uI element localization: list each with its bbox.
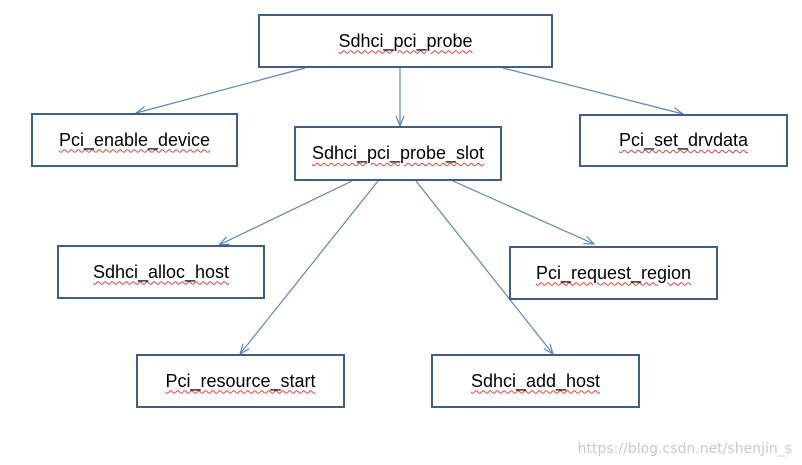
node-label: Pci_set_drvdata [618,130,749,150]
node-pci-request-region: Pci_request_region [509,246,718,300]
node-label: Sdhci_alloc_host [92,261,230,282]
node-label: Sdhci_pci_probe_slot [311,143,485,163]
node-sdhci-add-host: Sdhci_add_host [431,354,640,408]
edge-probe-to-enable [136,67,306,113]
node-pci-set-drvdata: Pci_set_drvdata [579,114,788,167]
node-pci-enable-device: Pci_enable_device [31,113,238,167]
node-label: Pci_enable_device [58,129,211,150]
node-sdhci-pci-probe-slot: Sdhci_pci_probe_slot [294,126,502,181]
node-sdhci-alloc-host: Sdhci_alloc_host [57,245,265,299]
edge-slot-to-resource [240,180,379,354]
node-label: Sdhci_pci_probe [338,30,473,51]
node-label: Pci_resource_start [165,370,316,391]
node-label: Pci_request_region [535,262,692,283]
node-pci-resource-start: Pci_resource_start [136,354,345,408]
edge-probe-to-drvdata [502,67,683,114]
node-sdhci-pci-probe: Sdhci_pci_probe [258,14,553,68]
edge-slot-to-add [415,180,553,354]
node-label: Sdhci_add_host [470,370,601,391]
watermark: https://blog.csdn.net/shenjin_s [577,441,792,457]
edge-slot-to-alloc [219,180,353,245]
edge-slot-to-region [452,180,594,244]
